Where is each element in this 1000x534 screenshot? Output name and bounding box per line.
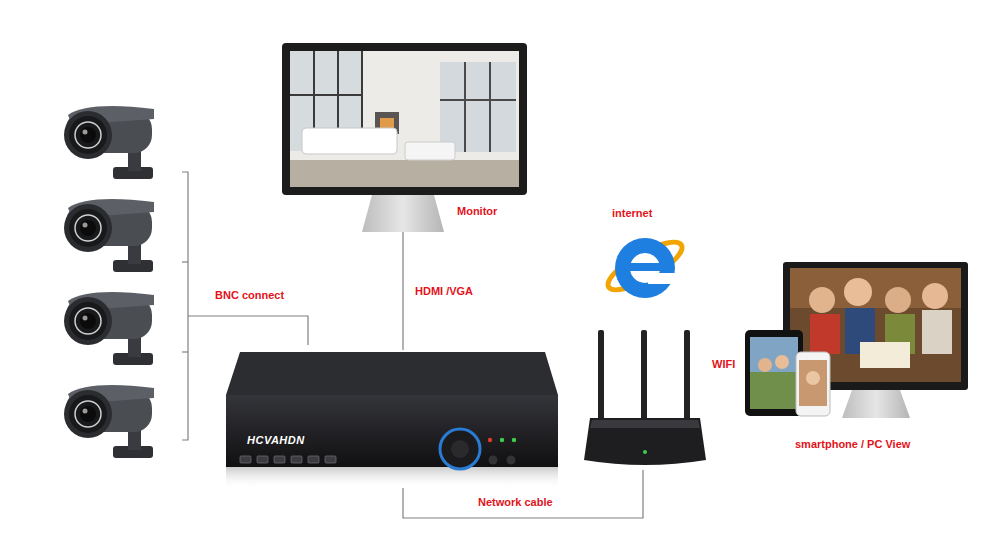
router-node: internet xyxy=(585,205,707,470)
node-label: HCVAHDN xyxy=(247,434,305,447)
node-label: Monitor xyxy=(457,205,497,218)
node-label: internet xyxy=(612,207,652,220)
cable-label: HDMI /VGA xyxy=(413,285,475,298)
viewing-devices: smartphone / PC View xyxy=(745,262,970,453)
connection-label: WIFI xyxy=(710,358,737,371)
cable-line xyxy=(403,470,643,518)
connection-label: BNC connect xyxy=(213,289,286,302)
monitor-node: Monitor xyxy=(282,43,527,232)
cable-label: Network cable xyxy=(476,496,555,509)
node-label: smartphone / PC View xyxy=(795,438,910,451)
cable-line xyxy=(402,232,403,350)
dvr-recorder: HCVAHDN xyxy=(225,350,560,488)
